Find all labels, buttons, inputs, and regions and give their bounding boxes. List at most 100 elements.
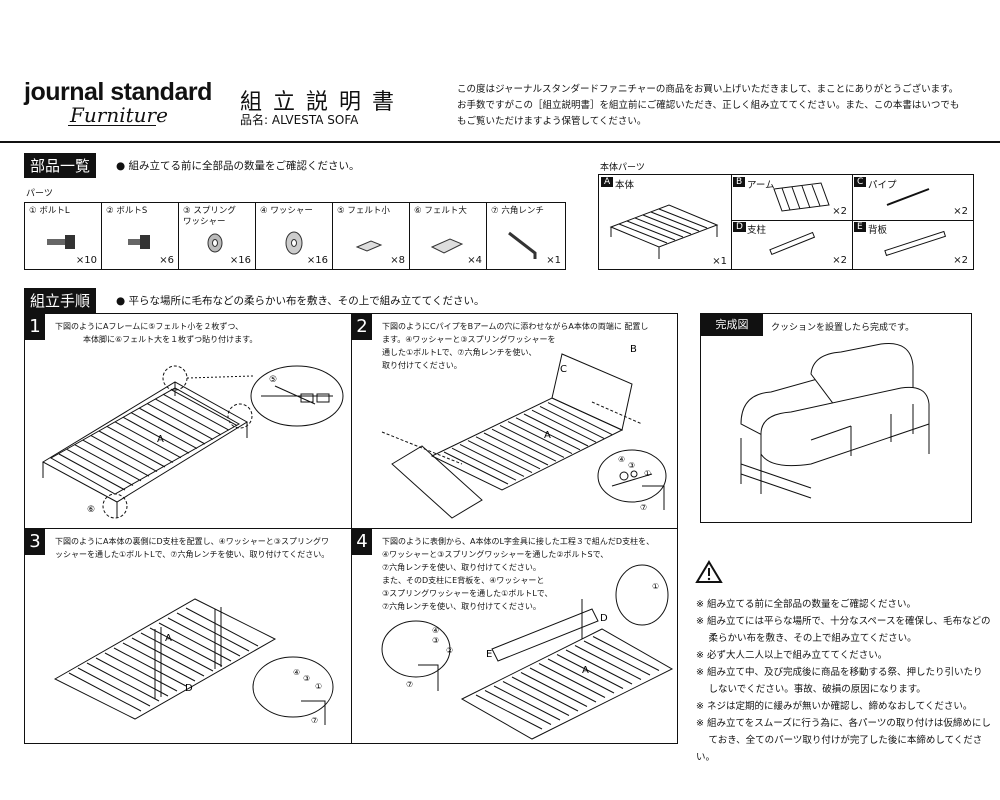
header-divider [0, 141, 1000, 143]
step-1-illustration: A ⑤ ⑥ [41, 365, 344, 519]
slat [499, 424, 565, 458]
slat [592, 636, 660, 671]
part-name: アーム [747, 180, 775, 191]
label-1: ① [644, 469, 651, 478]
parts-heading: 部品一覧 [24, 153, 97, 178]
part-letter: D [733, 222, 746, 232]
part-name: ⑤ フェルト小 [337, 206, 390, 216]
steps-grid: 1 下図のようにAフレームに⑤フェルト小を２枚ずつ、 本体脚に⑥フェルト大を１枚… [24, 313, 678, 744]
step-number: 4 [352, 529, 372, 555]
part-letter: E [854, 222, 866, 232]
assembly-note: ● 平らな場所に毛布などの柔らかい布を敷き、その上で組み立ててください。 [116, 295, 485, 307]
brand-logo-main: journal standard [24, 78, 212, 106]
label-2: ② [446, 646, 453, 655]
part-qty: ×2 [953, 206, 968, 217]
warning-item: ※ 組み立てには平らな場所で、十分なスペースを確保し、毛布などの [696, 616, 991, 627]
slat [538, 663, 606, 698]
part-name: ③ スプリング ワッシャー [183, 206, 236, 227]
slat [122, 416, 190, 454]
step-2: 2 下図のようにCパイプをBアームの穴に添わせながらA本体の両端に 配置し ます… [352, 314, 678, 528]
bolt-l-icon [47, 235, 75, 249]
brand-logo-sub: Furniture [70, 103, 168, 127]
warning-item: ておき、全てのパーツ取り付けが完了した後に本締めしてください。 [696, 735, 983, 763]
slat [529, 667, 597, 703]
slat [511, 676, 579, 712]
slat [467, 440, 533, 474]
step-line: 下図のように表側から、A本体のL字金具に接した工程３で組んだD支柱を、 [382, 537, 655, 546]
part-name: 背板 [868, 225, 888, 236]
part-cell: ⑤ フェルト小×8 [333, 203, 410, 269]
slat [68, 672, 142, 712]
label-B: B [630, 344, 637, 355]
bolt-s-icon [128, 235, 150, 249]
part-qty: ×16 [306, 255, 328, 266]
slat [491, 428, 557, 462]
complete-panel: 完成図 クッションを設置したら完成です。 [700, 313, 972, 523]
label-3: ③ [303, 674, 310, 683]
slat [515, 417, 581, 451]
sofa-frame-icon [609, 204, 719, 259]
step-1: 1 下図のようにAフレームに⑤フェルト小を２枚ずつ、 本体脚に⑥フェルト大を１枚… [25, 314, 351, 528]
step-3-illustration: A D ④ ③ ① ⑦ [53, 598, 334, 725]
slat [167, 617, 241, 657]
slat [162, 393, 230, 431]
part-name: ⑥ フェルト大 [414, 206, 467, 216]
slat [90, 435, 158, 473]
slat [77, 667, 151, 707]
step-line: ⑦六角レンチを使い、取り付けてください。 [382, 563, 541, 572]
intro-line: この度はジャーナルスタンダードファニチャーの商品をお買い上げいただきまして、まこ… [457, 84, 959, 95]
step-4-illustration: A D E ④ ③ ② ⑦ ① [381, 564, 674, 740]
slat [451, 447, 517, 481]
step-text: 下図のようにCパイプをBアームの穴に添わせながらA本体の両端に 配置し ます。④… [382, 320, 648, 372]
slat [114, 421, 182, 459]
label-A: A [165, 633, 172, 644]
body-parts-label: 本体パーツ [600, 163, 645, 173]
label-5: ⑤ [269, 375, 277, 385]
step-line: また、そのD支柱にE背板を、④ワッシャーと [382, 576, 545, 585]
intro-line: お手数ですがこの［組立説明書］を組立前にご確認いただき、正しく組み立ててください… [457, 100, 960, 111]
slat [531, 409, 597, 443]
label-3: ③ [432, 636, 439, 645]
warning-item: ※ 組み立てをスムーズに行う為に、各パーツの取り付けは仮締めにし [696, 718, 991, 729]
slat [158, 622, 232, 662]
slat [122, 642, 196, 682]
step-line: ッシャーを通した①ボルトLで、⑦六角レンチを使い、取り付けてください。 [55, 550, 330, 559]
step-line: ます。④ワッシャーと③スプリングワッシャーを [382, 335, 556, 344]
slat [149, 627, 223, 667]
document-title: 組立説明書 [240, 90, 406, 115]
felt-small-icon [355, 240, 383, 252]
step-3: 3 下図のようにA本体の裏側にD支柱を配置し、④ワッシャーと③スプリングワ ッシ… [25, 529, 351, 743]
label-7: ⑦ [640, 503, 647, 512]
step-line: 通した①ボルトLで、⑦六角レンチを使い、 [382, 348, 537, 357]
slat [507, 421, 573, 455]
step-line: 下図のようにAフレームに⑤フェルト小を２枚ずつ、 [55, 322, 244, 331]
part-qty: ×2 [832, 255, 847, 266]
parts-note: ● 組み立てる前に全部品の数量をご確認ください。 [116, 160, 360, 172]
brand-underline [68, 125, 156, 126]
part-cell: ⑥ フェルト大×4 [410, 203, 487, 269]
part-letter: B [733, 177, 746, 187]
step-line: 取り付けてください。 [382, 361, 462, 370]
slat [74, 444, 142, 482]
slat [493, 685, 561, 721]
part-name: ④ ワッシャー [260, 206, 313, 216]
completed-sofa-icon [740, 342, 930, 499]
part-cell: ② ボルトS×6 [102, 203, 179, 269]
part-name: 本体 [615, 180, 635, 191]
step-4: 4 下図のように表側から、A本体のL字金具に接した工程３で組んだD支柱を、 ④ワ… [352, 529, 678, 743]
warning-item: 柔らかい布を敷き、その上で組み立てください。 [696, 633, 917, 644]
step-number: 2 [352, 314, 372, 340]
slat [574, 645, 642, 680]
part-name: パイプ [868, 180, 897, 191]
body-parts-illustrations [609, 182, 947, 259]
slat [484, 690, 552, 725]
step-line: ⑦六角レンチを使い、取り付けてください。 [382, 602, 541, 611]
slat [131, 637, 205, 677]
part-letter: A [601, 177, 614, 187]
slat [475, 694, 543, 730]
slat [154, 398, 222, 436]
slat [547, 402, 613, 436]
